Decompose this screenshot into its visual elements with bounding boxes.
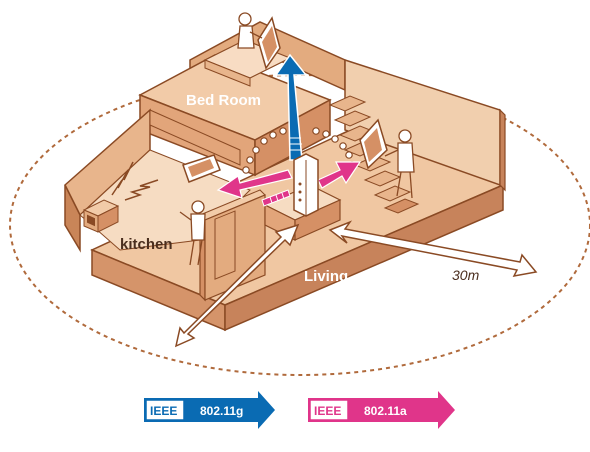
distance-label: 30m — [452, 267, 480, 283]
room-label-living: Living — [304, 268, 348, 285]
legend-standard-80211a: 802.11a — [364, 404, 407, 418]
kitchen-outer-wall — [64, 184, 81, 253]
signal-arrow-80211a-right — [317, 161, 362, 189]
signal-dots-left — [242, 127, 287, 174]
legend-tag-80211a: IEEE — [314, 404, 341, 418]
laptop-icon — [359, 118, 388, 170]
person-icon — [237, 12, 263, 49]
bed-side — [204, 59, 251, 87]
room-label-kitchen: kitchen — [120, 236, 173, 253]
laptop-icon — [257, 16, 281, 70]
room-label-bedroom: Bed Room — [186, 92, 261, 109]
signal-arrow-80211g-up — [274, 53, 308, 161]
door-frame — [214, 210, 236, 280]
person-icon — [384, 129, 415, 199]
range-arrow-front — [174, 223, 300, 348]
person-icon — [179, 200, 206, 266]
signal-arrow-80211a-left — [216, 169, 293, 199]
legend-standard-80211g: 802.11g — [200, 404, 243, 418]
stairs-side-wall — [499, 108, 506, 192]
signal-arrow-80211a-floor — [261, 189, 291, 207]
coverage-ring — [9, 74, 590, 376]
router-icon — [293, 153, 319, 217]
legend-80211g: IEEE 802.11g — [144, 391, 275, 429]
laptop-icon — [182, 154, 221, 183]
interference-icon — [124, 179, 159, 201]
legend-80211a: IEEE 802.11a — [308, 391, 455, 429]
interference-icon — [111, 161, 134, 196]
legend-tag-80211g: IEEE — [150, 404, 177, 418]
floor-edge-right — [224, 183, 504, 332]
microwave-icon — [82, 199, 120, 233]
kitchen-side-wall — [149, 109, 241, 166]
range-arrow-30m — [328, 220, 538, 278]
